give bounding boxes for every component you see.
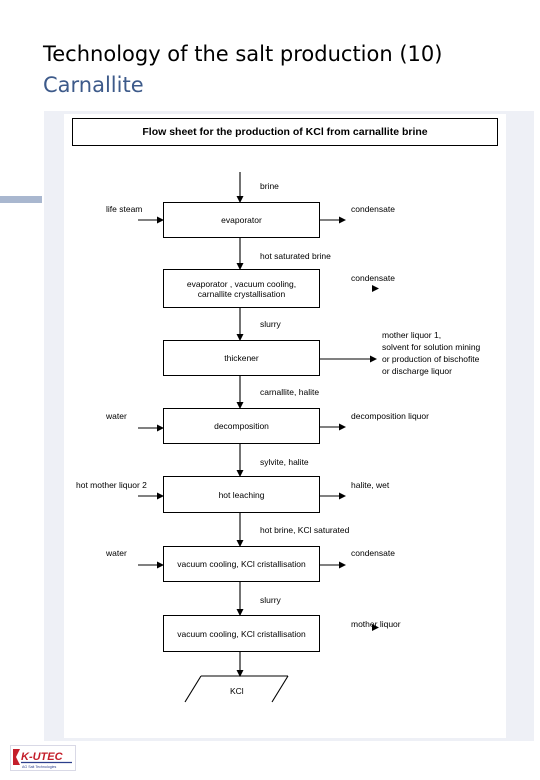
- logo-tagline: AG Salt Technologies: [22, 765, 56, 769]
- product-pile-right: [271, 675, 289, 703]
- step-evaporator: evaporator: [163, 202, 320, 238]
- step-vacuum-cooling-2: vacuum cooling, KCl cristallisation: [163, 615, 320, 652]
- label-condensate-3: condensate: [351, 548, 395, 558]
- label-slurry-1: slurry: [260, 319, 281, 329]
- slide-title: Technology of the salt production (10): [43, 42, 443, 66]
- label-halite-wet: halite, wet: [351, 480, 390, 490]
- label-water-2: water: [106, 548, 127, 558]
- sidebar-accent-bar: [0, 196, 42, 203]
- step-hot-leaching: hot leaching: [163, 476, 320, 513]
- step-crystallisation-line1: evaporator , vacuum cooling,: [186, 278, 297, 289]
- step-hot-leaching-label: hot leaching: [218, 489, 265, 500]
- label-brine: brine: [260, 181, 279, 191]
- step-vacuum-cooling-2-label: vacuum cooling, KCl cristallisation: [177, 628, 306, 639]
- k-utec-logo-mark: K-UTEC AG Salt Technologies: [10, 745, 76, 771]
- flow-sheet-heading: Flow sheet for the production of KCl fro…: [72, 118, 498, 146]
- product-pile-left: [184, 675, 202, 703]
- arrowhead-condensate2: [372, 285, 379, 292]
- step-decomposition-label: decomposition: [214, 421, 269, 431]
- label-hot-saturated-brine: hot saturated brine: [260, 251, 331, 261]
- label-condensate-1: condensate: [351, 204, 395, 214]
- label-product-kcl: KCl: [230, 686, 244, 696]
- step-carnallite-crystallisation: evaporator , vacuum cooling, carnallite …: [163, 269, 320, 308]
- step-evaporator-label: evaporator: [221, 215, 262, 225]
- step-vacuum-cooling-1-label: vacuum cooling, KCl cristallisation: [177, 559, 306, 569]
- flow-connectors: [138, 172, 379, 703]
- label-sylvite-halite: sylvite, halite: [260, 457, 309, 467]
- flow-sheet: Flow sheet for the production of KCl fro…: [64, 114, 506, 738]
- step-crystallisation-line2: carnallite crystallisation: [197, 288, 286, 299]
- logo-wordmark: K-UTEC: [21, 751, 64, 763]
- label-mother-liquor-1-line4: or discharge liquor: [382, 366, 452, 376]
- label-mother-liquor-1-line1: mother liquor 1,: [382, 330, 442, 340]
- label-decomposition-liquor: decomposition liquor: [351, 411, 429, 421]
- k-utec-logo: K-UTEC AG Salt Technologies: [10, 745, 76, 771]
- label-live-steam: life steam: [106, 204, 143, 214]
- step-thickener: thickener: [163, 340, 320, 376]
- label-mother-liquor-1-line2: solvent for solution mining: [382, 342, 481, 352]
- slide-subtitle: Carnallite: [43, 73, 144, 97]
- label-water-1: water: [106, 411, 127, 421]
- step-decomposition: decomposition: [163, 408, 320, 444]
- label-hot-mother-liquor-2: hot mother liquor 2: [76, 480, 147, 490]
- label-mother-liquor-1-line3: or production of bischofite: [382, 354, 480, 364]
- step-thickener-label: thickener: [224, 353, 259, 363]
- label-mother-liquor: mother liquor: [351, 619, 401, 629]
- label-hot-brine-kcl: hot brine, KCl saturated: [260, 525, 350, 535]
- label-carnallite-halite: carnallite, halite: [260, 387, 320, 397]
- label-slurry-2: slurry: [260, 595, 281, 605]
- label-condensate-2: condensate: [351, 273, 395, 283]
- step-vacuum-cooling-1: vacuum cooling, KCl cristallisation: [163, 546, 320, 582]
- arrowhead-mother-liquor: [372, 624, 379, 631]
